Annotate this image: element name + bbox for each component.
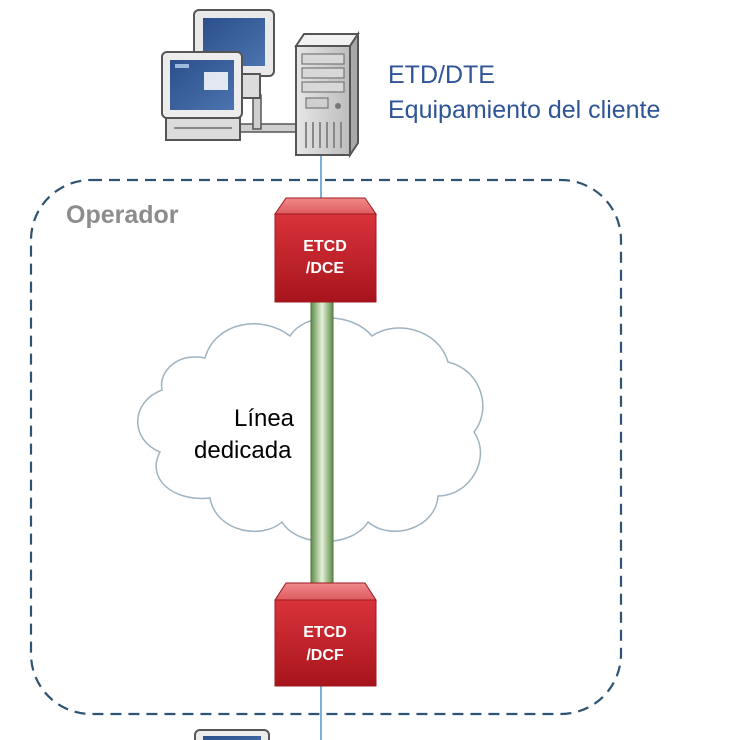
cloud-label-line2: dedicada [194,437,292,464]
cloud-label: Línea dedicada [194,403,317,467]
cloud-shape [137,317,484,543]
top-device-line1: ETCD [303,238,347,255]
top-device-line2: /DCE [305,260,345,277]
top-device-box [274,197,377,303]
bottom-device-box [274,582,377,687]
bottom-device-line2: /DCF [306,647,344,664]
bottom-computer-icon [194,729,270,740]
cloud-label-line1: Línea [233,405,295,432]
operator-label: Operador [66,201,179,229]
computer-icon [161,9,297,141]
server-icon [294,30,360,159]
operator-region [29,178,623,716]
bottom-device-line1: ETCD [303,624,347,641]
customer-equipment-subtitle: Equipamiento del cliente [388,96,661,124]
customer-equipment-title: ETD/DTE [388,61,495,89]
